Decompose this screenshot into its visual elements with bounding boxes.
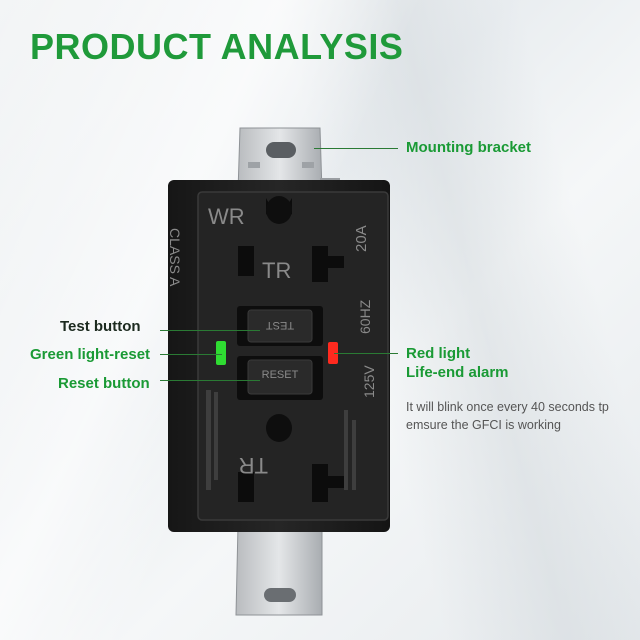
device-reset-label: RESET <box>262 369 299 381</box>
neutral-slot-top <box>238 246 254 276</box>
leader-reset-button <box>160 380 260 381</box>
neutral-slot-bottom <box>238 472 254 502</box>
device-tr-top: TR <box>262 258 291 283</box>
green-light-label: Green light-reset <box>30 346 151 363</box>
leader-green-light <box>160 354 222 355</box>
bottom-receptacle <box>238 414 344 502</box>
red-light-label: Red light <box>406 345 471 362</box>
top-receptacle <box>238 196 344 282</box>
device-rating-60hz: 60HZ <box>357 299 373 334</box>
hot-slot-top <box>312 246 344 282</box>
device-test-label: TEST <box>266 319 294 331</box>
device-rating-125v: 125V <box>361 365 377 398</box>
test-button-label: Test button <box>60 318 141 335</box>
led-description: It will blink once every 40 seconds tp e… <box>406 400 609 432</box>
leader-mounting-bracket <box>314 148 398 149</box>
device-wr-label: WR <box>208 204 245 229</box>
mounting-bracket-bottom <box>235 524 323 616</box>
body-fine-print <box>206 390 356 490</box>
device-tr-bottom: TR <box>239 453 268 478</box>
test-button-shape <box>237 306 323 346</box>
life-end-alarm-label: Life-end alarm <box>406 364 509 381</box>
reset-button-label: Reset button <box>58 375 150 392</box>
leader-red-light <box>334 353 398 354</box>
mounting-bracket-label: Mounting bracket <box>406 139 532 156</box>
leader-test-button <box>160 330 260 331</box>
reset-button-shape <box>237 356 323 400</box>
device-class-label: CLASS A <box>167 228 183 287</box>
hot-slot-bottom <box>312 464 344 502</box>
green-led <box>216 341 226 365</box>
mounting-bracket-top <box>237 127 323 193</box>
page-title: PRODUCT ANALYSIS <box>30 26 404 67</box>
device-rating-20a: 20A <box>353 225 370 252</box>
red-led <box>328 342 338 364</box>
